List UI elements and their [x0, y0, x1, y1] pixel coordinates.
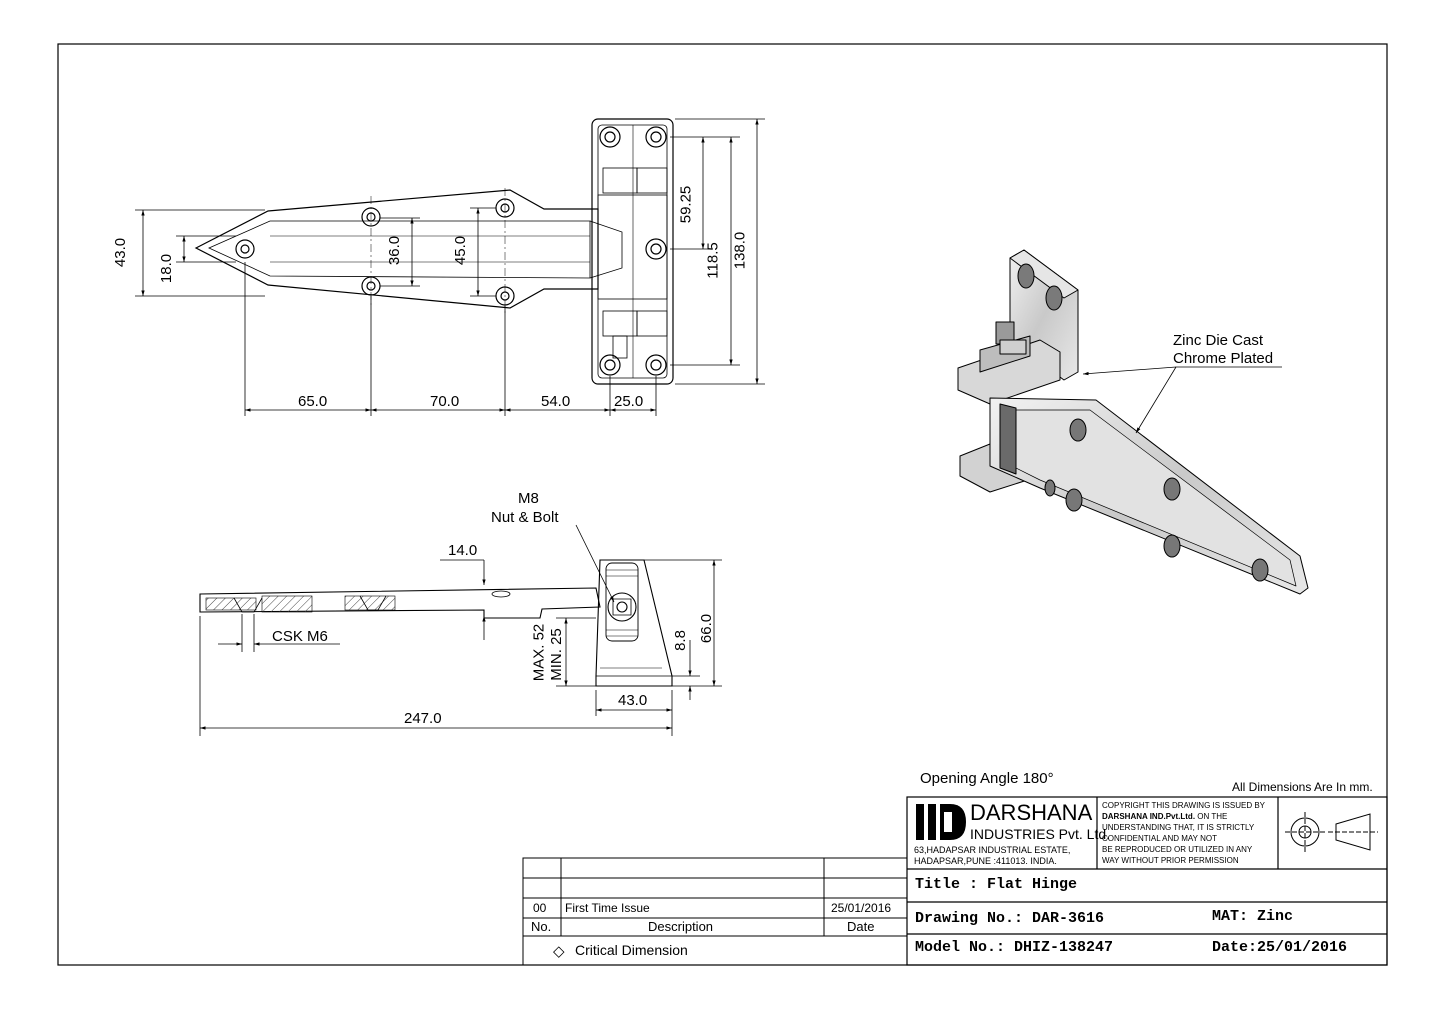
revision-date-cell: 25/01/2016 — [831, 901, 892, 915]
dim-plate-outer: 118.5 — [704, 242, 722, 279]
copyright-5: BE REPRODUCED OR UTILIZED IN ANY — [1102, 845, 1253, 854]
dim-center-slot: 18.0 — [158, 253, 176, 284]
dim-hole-spacing-1: 36.0 — [386, 235, 404, 266]
material-line-1: Zinc Die Cast — [1173, 332, 1264, 349]
bolt-label-2: Nut & Bolt — [491, 509, 559, 526]
copyright-6: WAY WITHOUT PRIOR PERMISSION — [1102, 856, 1239, 865]
dim-min: MIN. 25 — [547, 628, 565, 681]
dim-small: 8.8 — [671, 630, 689, 651]
revision-description-cell: First Time Issue — [565, 901, 650, 915]
drawing-title: Title : Flat Hinge — [915, 876, 1078, 893]
side-leaf-outline — [199, 587, 601, 619]
dim-base: 43.0 — [618, 692, 648, 709]
copyright-2: DARSHANA IND.Pvt.Ltd. ON THE — [1102, 812, 1228, 821]
iso-leaders — [1082, 366, 1282, 434]
header-date: Date — [847, 919, 875, 934]
revision-table-grid — [522, 857, 908, 966]
dim-offset: 14.0 — [448, 542, 478, 559]
dim-max: MAX. 52 — [530, 623, 548, 682]
top-plate-outline — [591, 118, 674, 385]
dim-plate-total: 138.0 — [731, 231, 749, 270]
countersink-label: CSK M6 — [272, 628, 328, 645]
material-line-2: Chrome Plated — [1173, 350, 1274, 367]
dim-hole-spacing-2: 45.0 — [452, 235, 470, 266]
dim-plate-hole-spacing: 59.25 — [677, 185, 695, 224]
drawing-number: Drawing No.: DAR-3616 — [915, 910, 1105, 927]
dim-length: 247.0 — [404, 710, 442, 727]
dim-h2: 70.0 — [430, 393, 460, 410]
company-logo — [916, 804, 966, 840]
top-view — [194, 118, 674, 385]
dim-height: 66.0 — [698, 613, 716, 644]
plate-holes — [599, 126, 667, 376]
company-address-2: HADAPSAR,PUNE :411013. INDIA. — [914, 856, 1057, 866]
leaf-holes — [235, 198, 515, 306]
dim-h4: 25.0 — [614, 393, 644, 410]
opening-angle-note: Opening Angle 180° — [920, 770, 1054, 787]
units-note: All Dimensions Are In mm. — [1232, 780, 1373, 794]
title-block-grid — [906, 796, 1388, 966]
company-name: DARSHANA — [970, 800, 1093, 825]
dim-h1: 65.0 — [298, 393, 328, 410]
top-view-dimensions — [135, 118, 765, 416]
side-block-outline — [595, 559, 673, 687]
revision-no-cell: 00 — [533, 901, 547, 915]
copyright-3: UNDERSTANDING THAT, IT IS STRICTLY — [1102, 823, 1255, 832]
drawing-date: Date:25/01/2016 — [1212, 939, 1348, 956]
iso-view — [957, 249, 1309, 595]
dim-overall-height: 43.0 — [112, 237, 130, 268]
projection-symbol — [1285, 812, 1378, 852]
copyright-1: COPYRIGHT THIS DRAWING IS ISSUED BY — [1102, 801, 1265, 810]
copyright-4: CONFIDENTIAL AND MAY NOT — [1102, 834, 1217, 843]
company-address-1: 63,HADAPSAR INDUSTRIAL ESTATE, — [914, 845, 1071, 855]
company-subname: INDUSTRIES Pvt. Ltd. — [970, 826, 1111, 842]
side-view-dimensions — [199, 524, 722, 736]
header-description: Description — [648, 919, 714, 934]
dim-h3: 54.0 — [541, 393, 571, 410]
model-number: Model No.: DHIZ-138247 — [915, 939, 1114, 956]
side-view — [199, 559, 673, 687]
header-no: No. — [531, 919, 552, 934]
material-spec: MAT: Zinc — [1212, 908, 1294, 925]
critical-dimension-legend: Critical Dimension — [575, 942, 688, 958]
critical-dimension-symbol: ◇ — [553, 943, 565, 960]
bolt-label-1: M8 — [518, 490, 539, 507]
